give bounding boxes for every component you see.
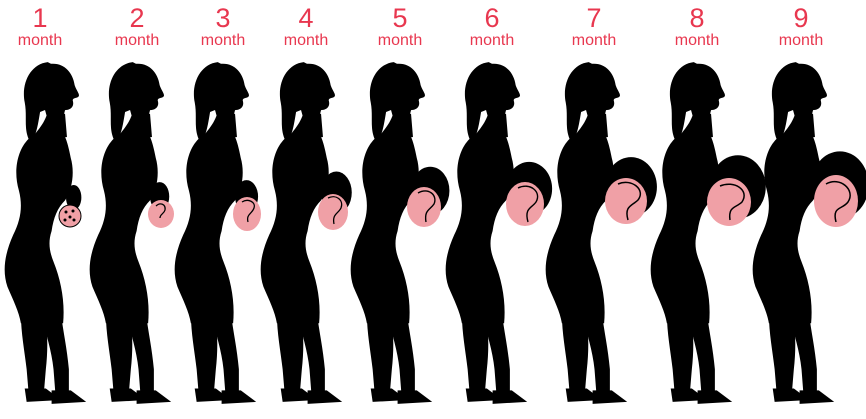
woman-silhouette-9 <box>753 62 866 404</box>
embryo-1 <box>59 205 81 227</box>
stage-unit: month <box>266 32 346 50</box>
fetus-3 <box>233 197 261 231</box>
fetus-7 <box>605 178 647 224</box>
stage-unit: month <box>554 32 634 50</box>
woman-silhouette-3 <box>175 62 258 404</box>
stage-number: 1 <box>0 4 80 32</box>
fetus-5 <box>407 187 441 227</box>
stage-number: 6 <box>452 4 532 32</box>
stage-unit: month <box>97 32 177 50</box>
stage-label-8: 8 month <box>657 4 737 50</box>
stage-label-3: 3 month <box>183 4 263 50</box>
stage-label-5: 5 month <box>360 4 440 50</box>
stage-number: 8 <box>657 4 737 32</box>
stage-number: 5 <box>360 4 440 32</box>
fetus-8 <box>707 178 751 226</box>
stage-label-4: 4 month <box>266 4 346 50</box>
stage-number: 3 <box>183 4 263 32</box>
stage-unit: month <box>0 32 80 50</box>
fetus-6 <box>506 182 544 226</box>
stage-unit: month <box>360 32 440 50</box>
stage-unit: month <box>452 32 532 50</box>
woman-silhouette-5 <box>351 62 450 404</box>
stage-unit: month <box>183 32 263 50</box>
woman-silhouette-6 <box>446 62 552 404</box>
woman-silhouette-1 <box>5 62 86 404</box>
stage-label-9: 9 month <box>761 4 841 50</box>
stage-unit: month <box>657 32 737 50</box>
woman-silhouette-8 <box>651 62 766 404</box>
stage-label-2: 2 month <box>97 4 177 50</box>
stage-number: 2 <box>97 4 177 32</box>
stage-unit: month <box>761 32 841 50</box>
fetus-4 <box>318 194 348 230</box>
stage-label-7: 7 month <box>554 4 634 50</box>
silhouettes <box>0 58 866 419</box>
woman-silhouette-2 <box>90 62 171 404</box>
stage-number: 9 <box>761 4 841 32</box>
woman-silhouette-7 <box>546 62 657 404</box>
stage-number: 7 <box>554 4 634 32</box>
stage-label-1: 1 month <box>0 4 80 50</box>
stage-number: 4 <box>266 4 346 32</box>
woman-silhouette-4 <box>261 62 352 404</box>
fetus-2 <box>148 200 174 228</box>
fetus-9 <box>814 175 858 227</box>
stage-label-6: 6 month <box>452 4 532 50</box>
